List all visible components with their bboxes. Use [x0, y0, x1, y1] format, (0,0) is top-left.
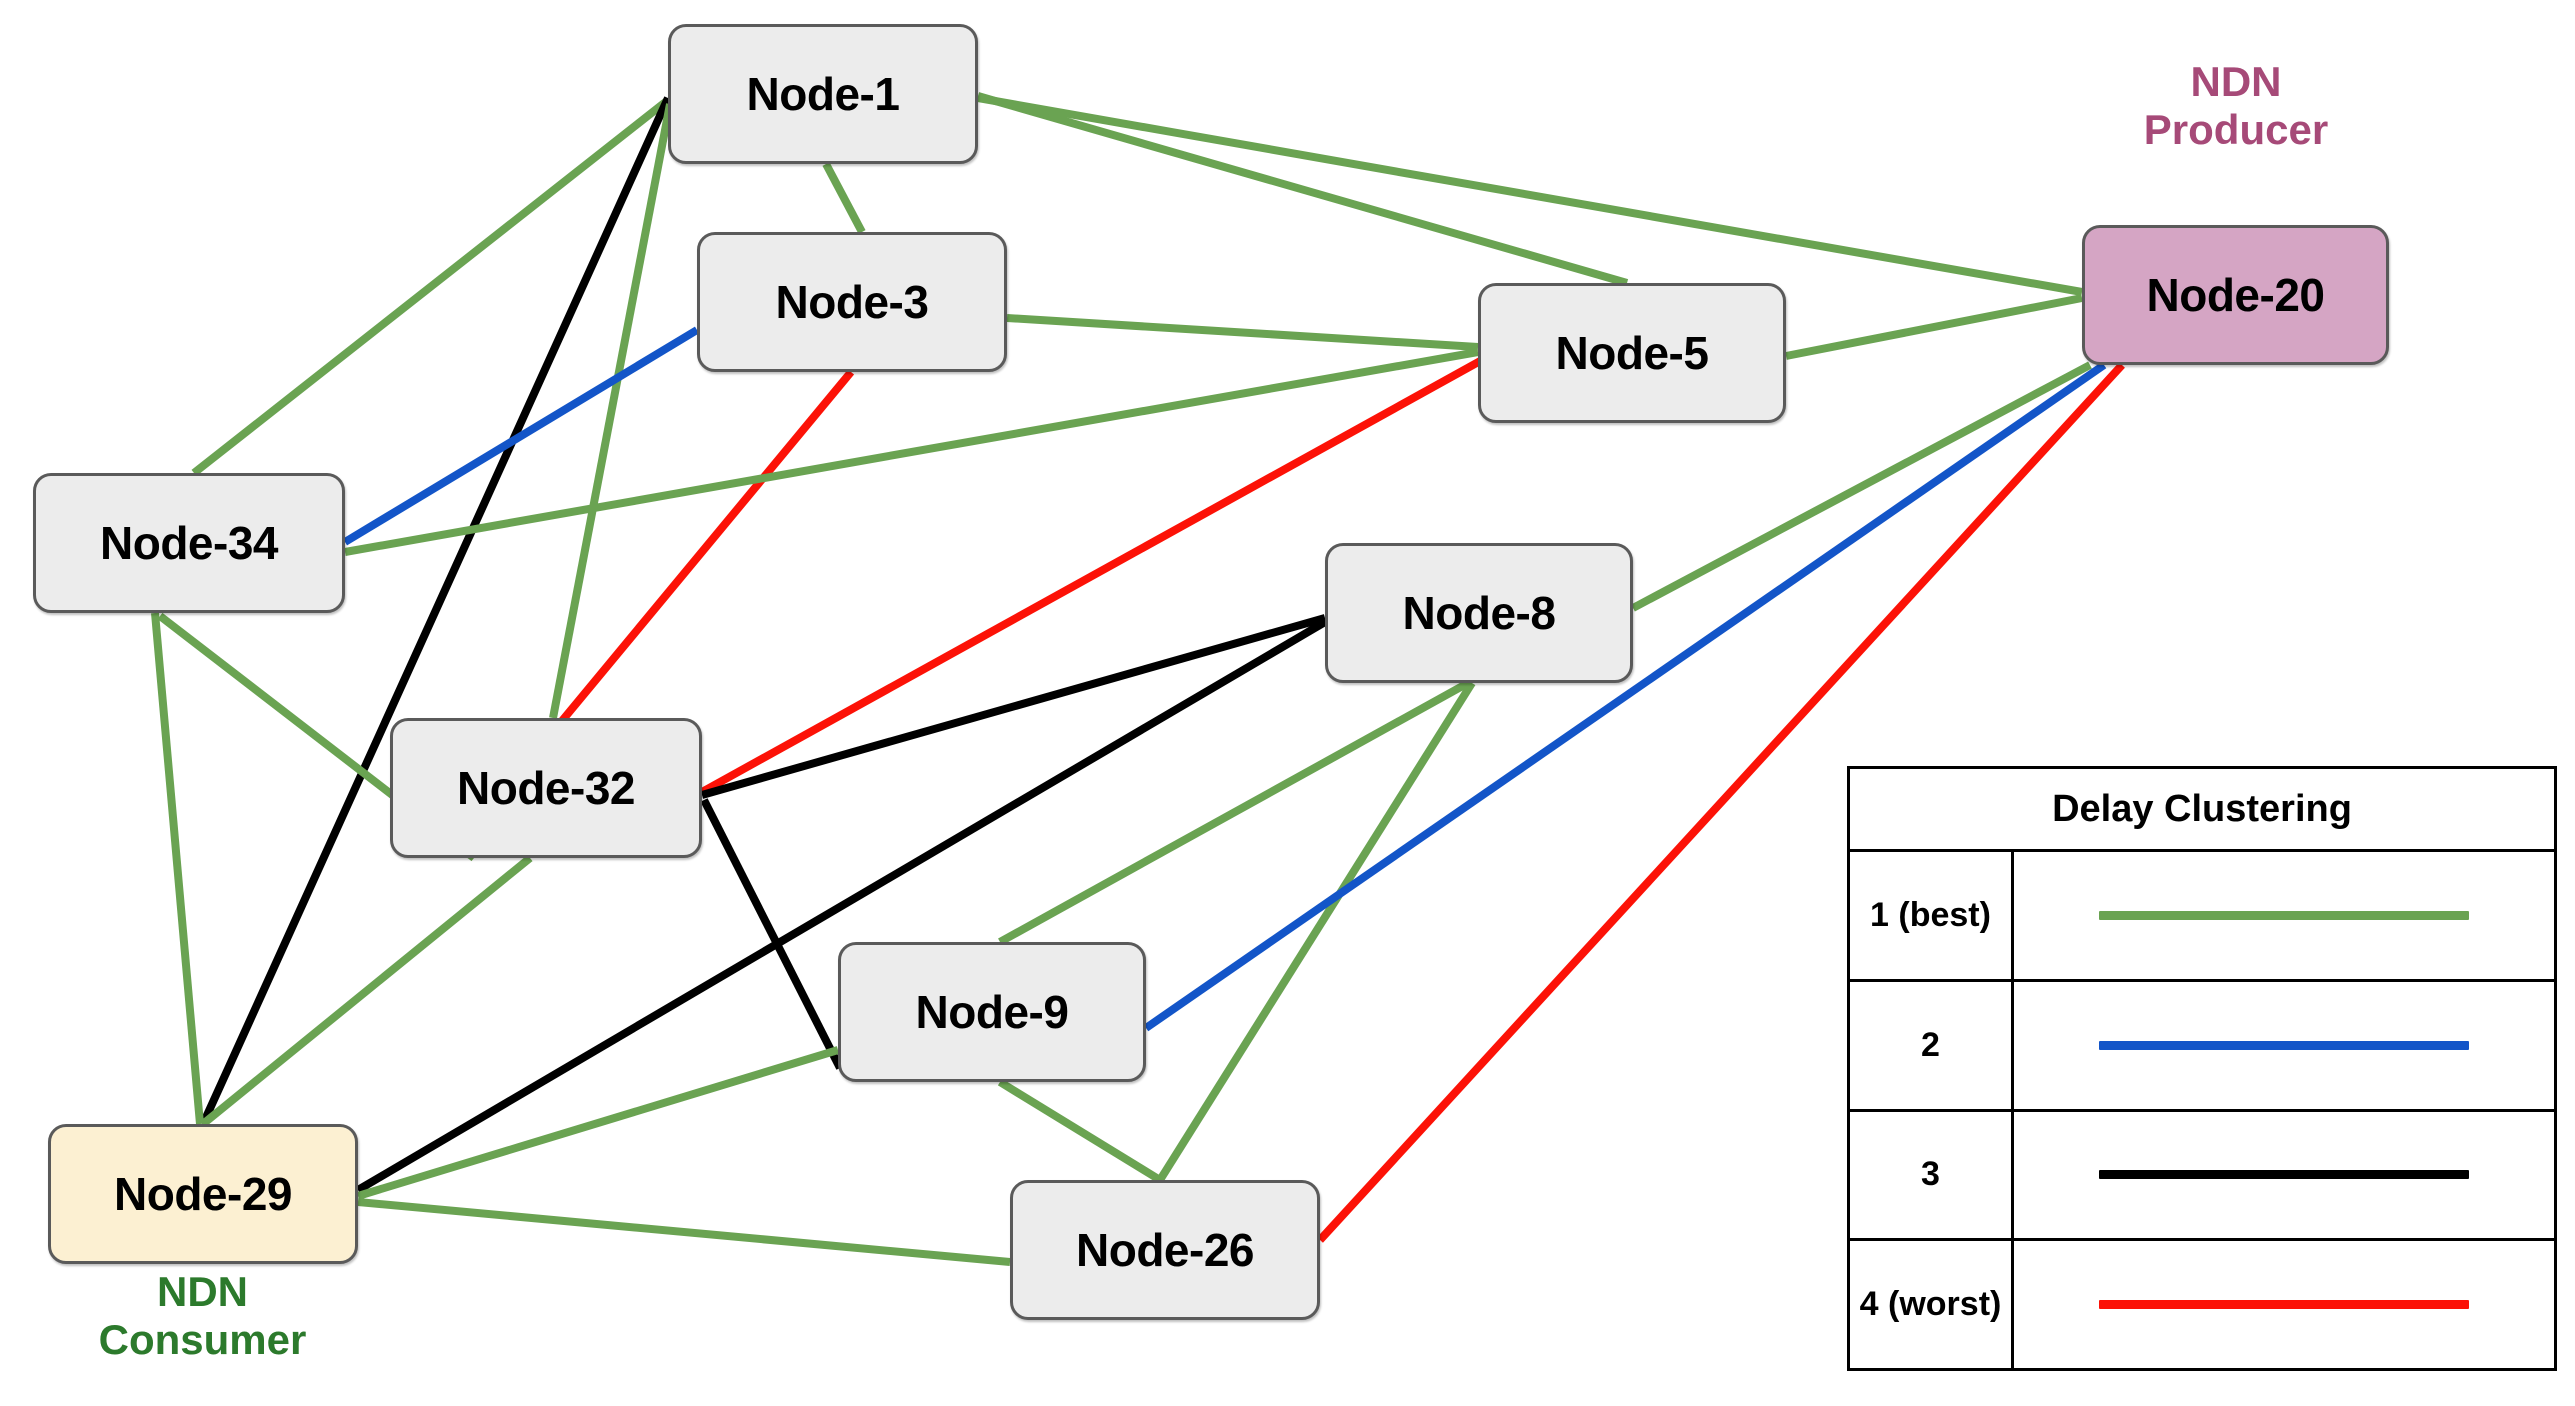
edge-node-3-node-32 — [557, 369, 855, 725]
node-box-node-34[interactable]: Node-34 — [33, 473, 345, 613]
edge-node-8-node-9 — [998, 679, 1470, 946]
legend-row: 3 — [1850, 1111, 2554, 1242]
node-label: Node-5 — [1555, 327, 1709, 379]
legend-cluster-label: 2 — [1850, 981, 2014, 1109]
node-label: Node-32 — [457, 762, 635, 814]
legend-row: 4 (worst) — [1850, 1241, 2554, 1368]
legend-line-swatch — [2099, 910, 2469, 920]
node-box-node-20[interactable]: Node-20 — [2082, 225, 2389, 365]
edge-node-32-node-8 — [700, 614, 1327, 799]
node-label: Node-9 — [915, 986, 1069, 1038]
edge-node-1-node-5 — [976, 92, 1629, 287]
node-box-node-8[interactable]: Node-8 — [1325, 543, 1633, 683]
edge-node-29-node-9 — [356, 1046, 840, 1200]
edge-node-9-node-20 — [1143, 361, 2107, 1032]
edge-node-34-node-29 — [151, 612, 204, 1125]
edge-node-29-node-8 — [355, 618, 1328, 1194]
edge-node-3-node-5 — [1006, 314, 1479, 351]
edge-node-32-node-9 — [700, 798, 844, 1070]
edge-node-29-node-1 — [199, 96, 672, 1126]
edge-node-32-node-29 — [200, 854, 533, 1128]
legend-title: Delay Clustering — [1850, 769, 2554, 852]
legend-cluster-label: 1 (best) — [1850, 852, 2014, 979]
node-label: Node-34 — [100, 517, 278, 569]
edge-node-1-node-20 — [977, 94, 2083, 296]
edge-node-8-node-20 — [1631, 361, 2092, 612]
legend-color-swatch-cell — [2014, 982, 2554, 1109]
legend-row: 2 — [1850, 981, 2554, 1112]
edge-node-34-node-1 — [191, 96, 671, 477]
consumer-label: NDN Consumer — [98, 1268, 307, 1363]
node-label: Node-3 — [775, 276, 929, 328]
node-box-node-26[interactable]: Node-26 — [1010, 1180, 1320, 1320]
edge-node-26-node-20 — [1317, 362, 2125, 1243]
edge-node-1-node-3 — [822, 162, 866, 234]
edge-node-5-node-20 — [1785, 294, 2083, 360]
legend-line-swatch — [2099, 1300, 2469, 1310]
node-label: Node-8 — [1402, 587, 1556, 639]
producer-label: NDN Producer — [2143, 58, 2329, 153]
legend-color-swatch-cell — [2014, 852, 2554, 979]
node-box-node-32[interactable]: Node-32 — [390, 718, 702, 858]
legend-cluster-label: 4 (worst) — [1850, 1241, 2014, 1368]
edge-node-34-node-3 — [342, 326, 700, 546]
node-box-node-3[interactable]: Node-3 — [697, 232, 1007, 372]
legend-row: 1 (best) — [1850, 852, 2554, 982]
node-box-node-9[interactable]: Node-9 — [838, 942, 1146, 1082]
node-label: Node-26 — [1076, 1224, 1254, 1276]
node-box-node-29[interactable]: Node-29 — [48, 1124, 358, 1264]
legend-cluster-label: 3 — [1850, 1111, 2014, 1239]
legend-line-swatch — [2099, 1040, 2469, 1050]
node-label: Node-20 — [2146, 269, 2325, 321]
node-box-node-1[interactable]: Node-1 — [668, 24, 978, 164]
node-label: Node-1 — [746, 68, 900, 120]
legend-color-swatch-cell — [2014, 1241, 2554, 1368]
node-box-node-5[interactable]: Node-5 — [1478, 283, 1786, 423]
edge-node-9-node-26 — [997, 1078, 1163, 1184]
node-label: Node-29 — [114, 1168, 292, 1220]
edge-node-8-node-26 — [1156, 680, 1476, 1183]
edge-node-32-node-5 — [700, 356, 1484, 796]
edge-node-34-node-5 — [344, 348, 1479, 556]
edge-node-29-node-26 — [357, 1198, 1011, 1266]
legend-color-swatch-cell — [2014, 1112, 2554, 1239]
legend-line-swatch — [2099, 1170, 2469, 1180]
edge-node-32-node-1 — [549, 103, 674, 719]
